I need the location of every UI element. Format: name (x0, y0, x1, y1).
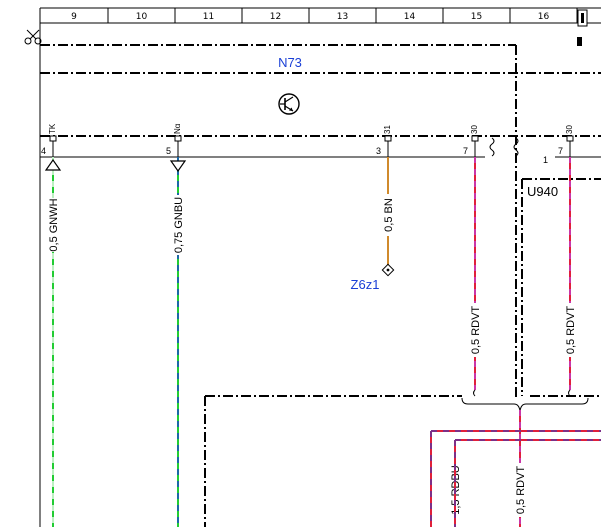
lower-boundary (204, 395, 601, 527)
module-label: N73 (278, 55, 302, 70)
wire-gnbu[interactable]: 0,75 GNBU (169, 157, 187, 527)
sub-module-label: U940 (527, 184, 558, 199)
pin-nalpha[interactable]: Nα 5 (166, 123, 182, 157)
ruler-column-number: 12 (270, 12, 281, 22)
wire-label: 0,5 BN (383, 198, 395, 232)
wire-gnwh[interactable]: 0,5 GNWH (44, 157, 62, 527)
wire-bn[interactable]: 0,5 BN (381, 157, 395, 266)
pin-number-extra: 1 (543, 155, 548, 165)
pin-number: 7 (463, 146, 468, 156)
wire-end-icon (568, 389, 571, 397)
pin-p30a[interactable]: 30 7 (463, 125, 479, 157)
ruler-column-number: 9 (71, 12, 77, 22)
connector-z6z1[interactable] (381, 263, 395, 277)
wire-label: 0,5 RDVT (515, 466, 527, 515)
sub-module-boundary (521, 178, 601, 396)
scroll-marker-icon (577, 37, 582, 46)
scissors-icon (24, 29, 42, 45)
pin-label: 30 (565, 125, 574, 134)
ruler-column-number: 16 (538, 12, 550, 22)
cable-break-symbol-2 (513, 137, 519, 157)
lower-harness (430, 430, 601, 527)
ruler-column-number: 11 (203, 12, 214, 22)
transistor-icon (278, 93, 300, 115)
signal-triangle-icon (169, 160, 187, 173)
pin-label: 30 (470, 125, 479, 134)
wire-end-icon (473, 389, 476, 397)
pin-number: 3 (376, 146, 381, 156)
wire-label: 0,5 GNWH (48, 198, 60, 251)
ruler-column-number: 14 (404, 12, 416, 22)
pin-number: 5 (166, 146, 171, 156)
connector-label: Z6z1 (351, 277, 380, 292)
cable-break-symbol (489, 137, 495, 157)
ruler-column-number: 10 (136, 12, 148, 22)
wire-label: 0,75 GNBU (173, 197, 185, 253)
ground-triangle-icon (44, 158, 62, 171)
wire-rdvt3[interactable]: 0,5 RDVT (513, 410, 527, 527)
wire-rdvt1[interactable]: 0,5 RDVT (468, 157, 482, 397)
module-boundary (40, 44, 601, 400)
ruler-column-number: 13 (337, 12, 348, 22)
pin-label: 31 (383, 125, 392, 134)
pin-p30b[interactable]: 30 7 (558, 125, 574, 157)
pin-label: Nα (173, 123, 182, 134)
wire-rdvt2[interactable]: 0,5 RDVT (563, 157, 577, 397)
ruler-column-number: 15 (471, 12, 482, 22)
wire-label: 0,5 RDVT (470, 306, 482, 355)
pin-p31[interactable]: 31 3 (376, 125, 392, 157)
page-marker-icon (577, 9, 588, 27)
pin-number: 7 (558, 146, 563, 156)
pin-label: TK (48, 123, 57, 134)
wire-label: 0,5 RDVT (565, 306, 577, 355)
pin-tk[interactable]: TK 4 (41, 123, 57, 157)
brace-symbol (461, 397, 589, 412)
pin-number: 4 (41, 146, 46, 156)
